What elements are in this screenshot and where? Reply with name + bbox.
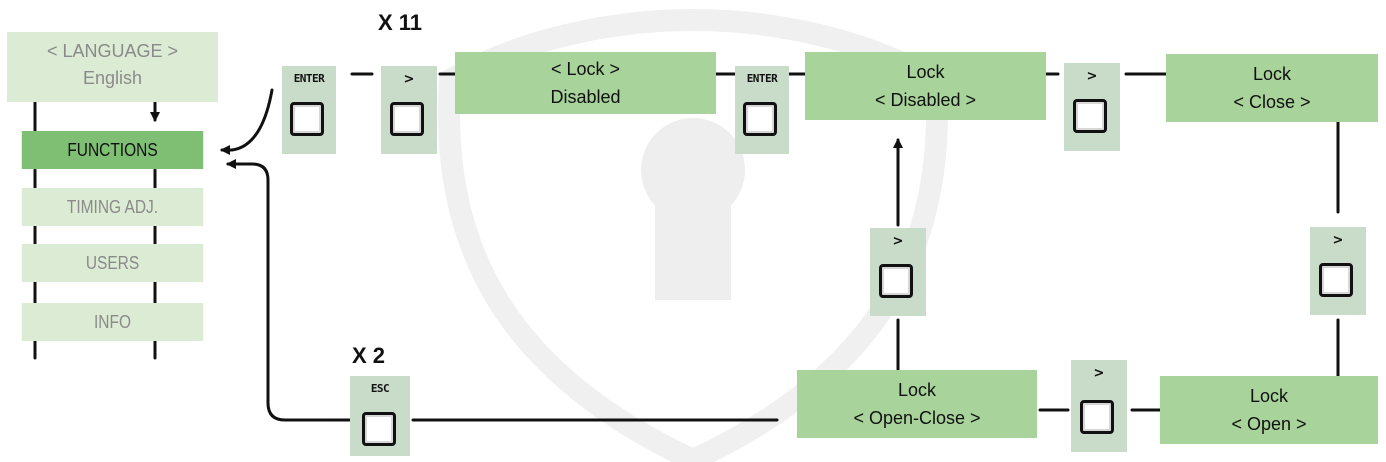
next-key-3[interactable]: > (1310, 227, 1366, 315)
next-key-4-label: > (892, 234, 904, 249)
next-button-icon (1319, 263, 1353, 297)
screen-lock-open-line1: Lock (1249, 386, 1289, 406)
screen-lock-close-line2: < Close > (1233, 92, 1311, 112)
menu-language-title: < LANGUAGE > (46, 41, 179, 61)
screen-lock-disabled-line1: < Lock > (550, 59, 621, 79)
next-button-icon (1073, 99, 1107, 133)
menu-language-item[interactable]: < LANGUAGE > English (7, 32, 218, 102)
menu-users-item[interactable]: USERS (21, 244, 204, 282)
next-key-4[interactable]: > (870, 228, 926, 316)
next-button-icon (1080, 400, 1114, 434)
screen-lock-open-close-line2: < Open-Close > (853, 408, 981, 428)
esc-key[interactable]: ESC (350, 376, 410, 456)
next-key-1[interactable]: > (381, 66, 437, 154)
screen-lock-close: Lock < Close > (1166, 54, 1378, 122)
menu-info-item[interactable]: INFO (21, 303, 204, 341)
screen-lock-disabled-line2: Disabled (550, 87, 621, 107)
menu-functions-item[interactable]: FUNCTIONS (21, 131, 204, 169)
screen-lock-select-disabled-line2: < Disabled > (874, 90, 977, 110)
esc-button-icon (362, 412, 396, 446)
next-button-icon (390, 102, 424, 136)
next-key-3-label: > (1332, 233, 1344, 248)
enter-key[interactable]: ENTER (282, 66, 336, 154)
enter-key-label: ENTER (293, 72, 325, 85)
screen-lock-open-close-line1: Lock (897, 380, 937, 400)
screen-lock-select-disabled: Lock < Disabled > (805, 52, 1046, 120)
enter-button-icon (290, 102, 324, 136)
esc-key-label: ESC (370, 382, 390, 395)
repeat-count-x2: X 2 (352, 343, 386, 368)
screen-lock-select-disabled-line1: Lock (906, 62, 945, 82)
screen-lock-close-line1: Lock (1252, 64, 1292, 84)
enter-button-icon (743, 102, 777, 136)
screen-lock-open-close: Lock < Open-Close > (797, 370, 1037, 438)
next-button-icon (879, 264, 913, 298)
screen-lock-disabled: < Lock > Disabled (455, 52, 716, 114)
next-key-1-label: > (403, 72, 415, 87)
next-key-2-label: > (1086, 69, 1098, 84)
next-key-5[interactable]: > (1071, 360, 1127, 452)
enter-key-2-label: ENTER (746, 72, 778, 85)
repeat-count-x11: X 11 (378, 10, 423, 35)
enter-key-2[interactable]: ENTER (735, 66, 789, 154)
screen-lock-open-line2: < Open > (1231, 414, 1307, 434)
menu-timing-item[interactable]: TIMING ADJ. (21, 188, 204, 226)
screen-lock-open: Lock < Open > (1160, 376, 1378, 444)
next-key-2[interactable]: > (1064, 63, 1120, 151)
menu-language-value: English (82, 68, 143, 88)
next-key-5-label: > (1093, 366, 1105, 381)
